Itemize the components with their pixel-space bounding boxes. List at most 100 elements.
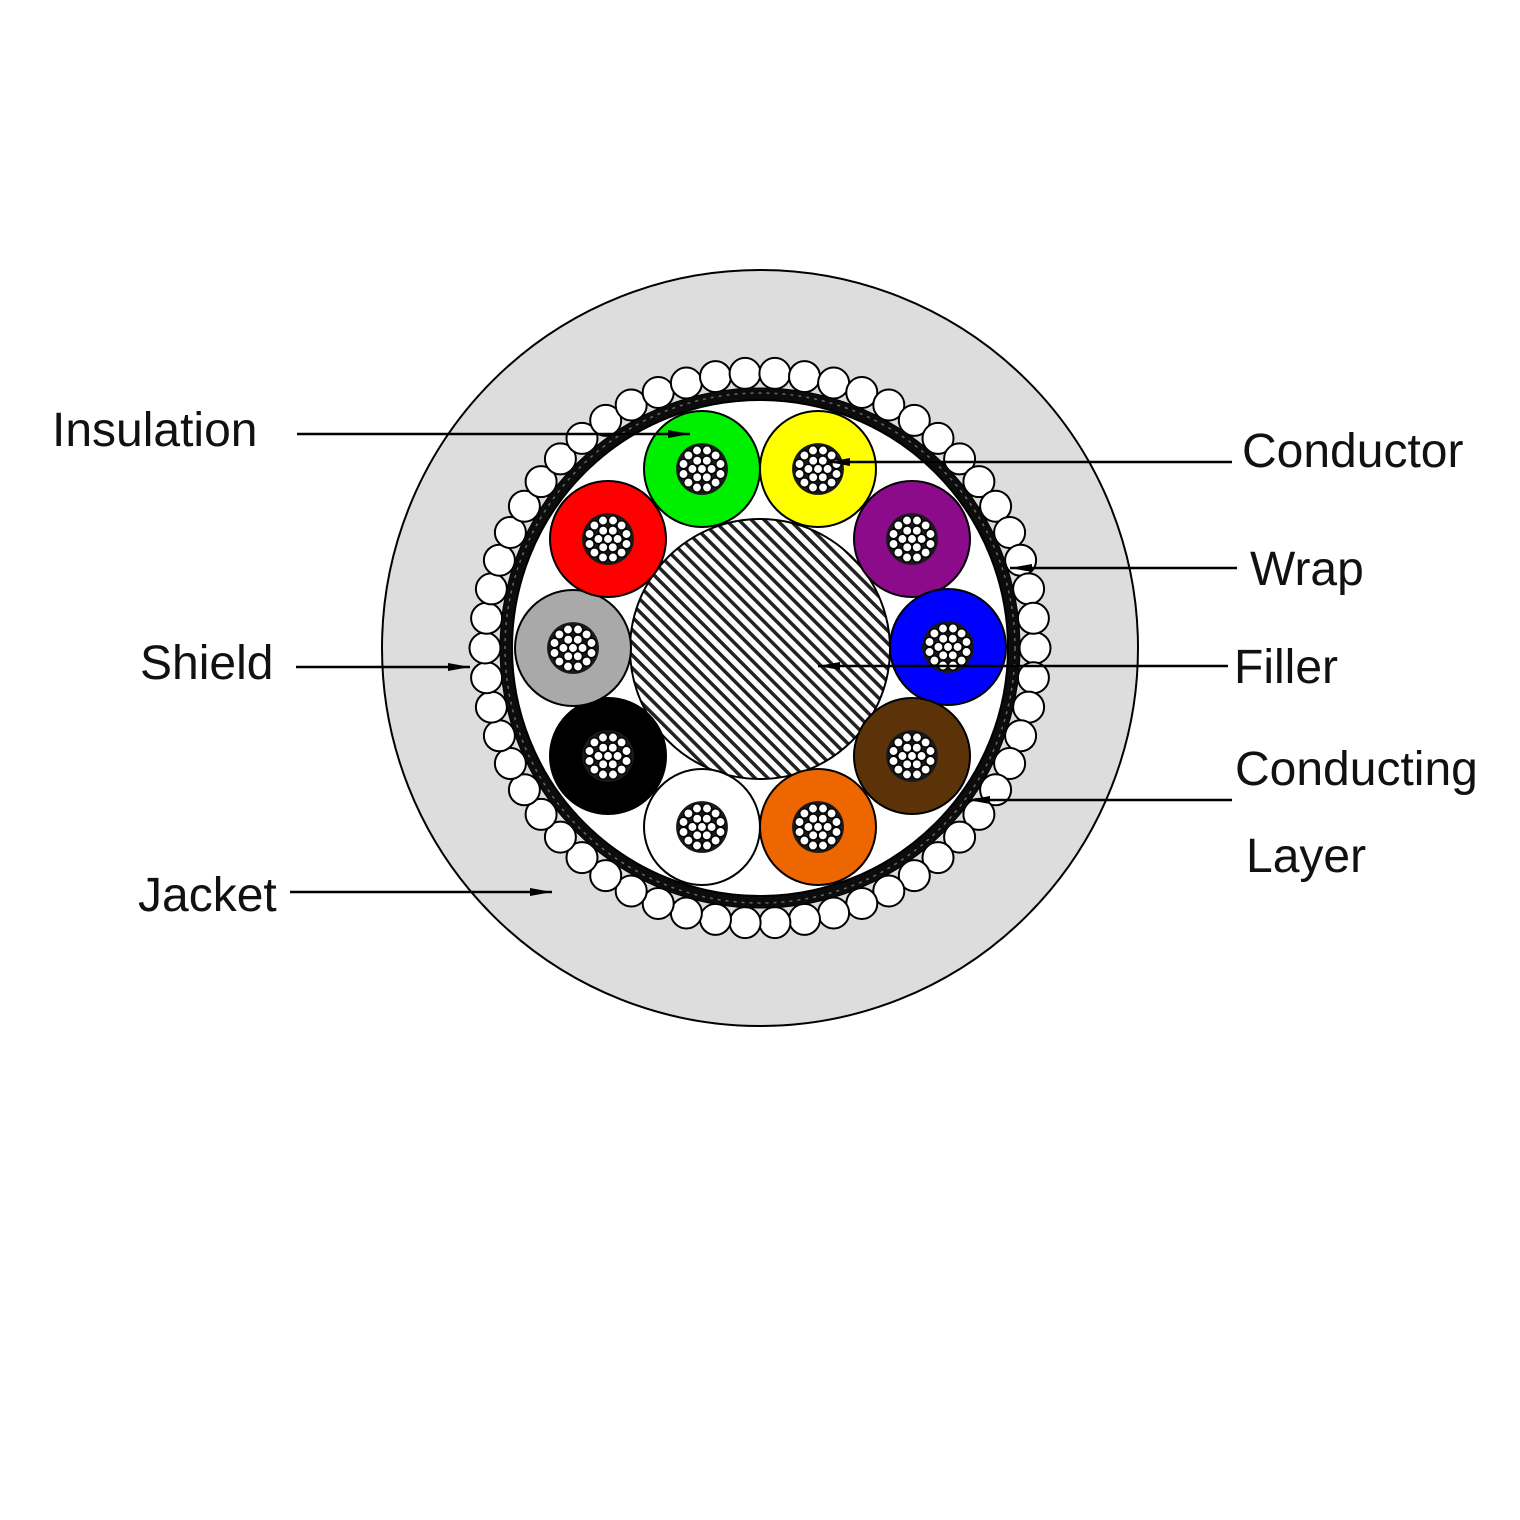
- shield-bead: [699, 902, 732, 936]
- conductor-strand: [893, 737, 904, 748]
- conductor-strand: [822, 463, 833, 475]
- shield-bead: [589, 403, 623, 437]
- shield-bead: [845, 887, 879, 920]
- shield-bead: [921, 841, 955, 875]
- conductor-strand: [593, 533, 604, 545]
- conductor-strand: [584, 745, 595, 757]
- conductor-strand: [586, 647, 597, 659]
- conductor-strand: [593, 750, 604, 762]
- conductor-strand: [701, 445, 713, 456]
- conductor-strand: [807, 455, 819, 466]
- gray-core: [514, 589, 632, 707]
- conductor-strand: [607, 542, 619, 553]
- shield-bead: [788, 360, 821, 394]
- shield-bead: [1004, 719, 1038, 753]
- conductor-strand: [581, 656, 592, 667]
- conductor-strand: [901, 542, 913, 553]
- blue-core: [889, 588, 1007, 706]
- conductor-strand: [920, 520, 931, 531]
- shield-bead: [728, 356, 762, 390]
- conductor-strand: [807, 482, 819, 493]
- shield-bead: [524, 797, 558, 831]
- shield-bead: [1016, 601, 1050, 635]
- conductor-strand: [567, 642, 579, 654]
- shield-bead: [897, 859, 931, 893]
- conductor-strand: [572, 651, 584, 662]
- conductor-strand: [803, 463, 814, 475]
- conductor-strand: [924, 636, 935, 648]
- purple-core: [853, 480, 971, 598]
- brown-core: [853, 697, 971, 815]
- cores: [514, 410, 1007, 886]
- conductor-strand: [794, 458, 805, 470]
- conductor-strand: [942, 641, 954, 653]
- conductor-strand: [956, 655, 967, 666]
- conductor-strand: [616, 520, 627, 531]
- conductor-strand: [925, 755, 936, 767]
- conductor-strand: [549, 647, 560, 659]
- conductor-strand: [691, 482, 703, 493]
- conductor-strand: [616, 737, 627, 748]
- conductor-strand: [831, 826, 842, 838]
- conductor-strand: [925, 538, 936, 550]
- conductor-strand: [794, 816, 805, 828]
- conductor-strand: [901, 552, 913, 563]
- white-core: [643, 768, 761, 886]
- conductor-strand: [947, 623, 959, 634]
- conductor-strand: [812, 821, 824, 833]
- conductor-strand: [906, 533, 918, 545]
- shield-bead: [641, 887, 675, 920]
- conductor-strand: [706, 463, 717, 475]
- shield-bead: [493, 747, 527, 780]
- conductor-strand: [807, 840, 819, 851]
- conductor-strand: [701, 830, 713, 841]
- conductor-strand: [799, 477, 810, 488]
- conducting-label-line1: Conducting: [1235, 743, 1478, 796]
- conductor-strand: [572, 634, 584, 645]
- conductor-strand: [612, 533, 623, 545]
- conductor-strand: [678, 458, 689, 470]
- conductor-strand: [911, 769, 923, 780]
- conductor-strand: [607, 732, 619, 743]
- conductor-strand: [710, 450, 721, 461]
- conductor-strand: [925, 528, 936, 540]
- conductor-strand: [794, 468, 805, 480]
- conductor-strand: [817, 472, 829, 483]
- conductor-strand: [937, 633, 949, 644]
- conductor-strand: [929, 655, 940, 666]
- conductor-strand: [549, 637, 560, 649]
- conductor-strand: [901, 742, 913, 753]
- conductor-strand: [687, 821, 698, 833]
- conductor-strand: [602, 533, 614, 545]
- conductor-strand: [706, 821, 717, 833]
- jacket-label: Jacket: [138, 869, 277, 922]
- conductor-strand: [799, 835, 810, 846]
- conductor-strand: [817, 455, 829, 466]
- conductor-strand: [577, 642, 588, 654]
- conductor-strand: [562, 661, 574, 672]
- conductor-strand: [920, 547, 931, 558]
- conductor-strand: [607, 552, 619, 563]
- orange-core: [759, 768, 877, 886]
- conducting-label-line2: Layer: [1246, 830, 1366, 883]
- conductor-strand: [911, 525, 923, 536]
- conductor-strand: [901, 525, 913, 536]
- conductor-strand: [947, 650, 959, 661]
- conductor-strand: [701, 813, 713, 824]
- conductor-strand: [691, 455, 703, 466]
- conductor-strand: [807, 472, 819, 483]
- conductor-strand: [597, 759, 609, 770]
- shield-bead: [979, 489, 1013, 523]
- conductor-strand: [597, 515, 609, 526]
- conductor-strand: [701, 482, 713, 493]
- conductor-strand: [812, 463, 824, 475]
- conductor-strand: [584, 755, 595, 767]
- conductor-strand: [683, 477, 694, 488]
- conductor-strand: [607, 525, 619, 536]
- conductor-strand: [715, 458, 726, 470]
- conductor-strand: [678, 816, 689, 828]
- shield-bead: [872, 388, 906, 422]
- conductor-strand: [888, 755, 899, 767]
- conductor-strand: [621, 745, 632, 757]
- conductor-strand: [597, 525, 609, 536]
